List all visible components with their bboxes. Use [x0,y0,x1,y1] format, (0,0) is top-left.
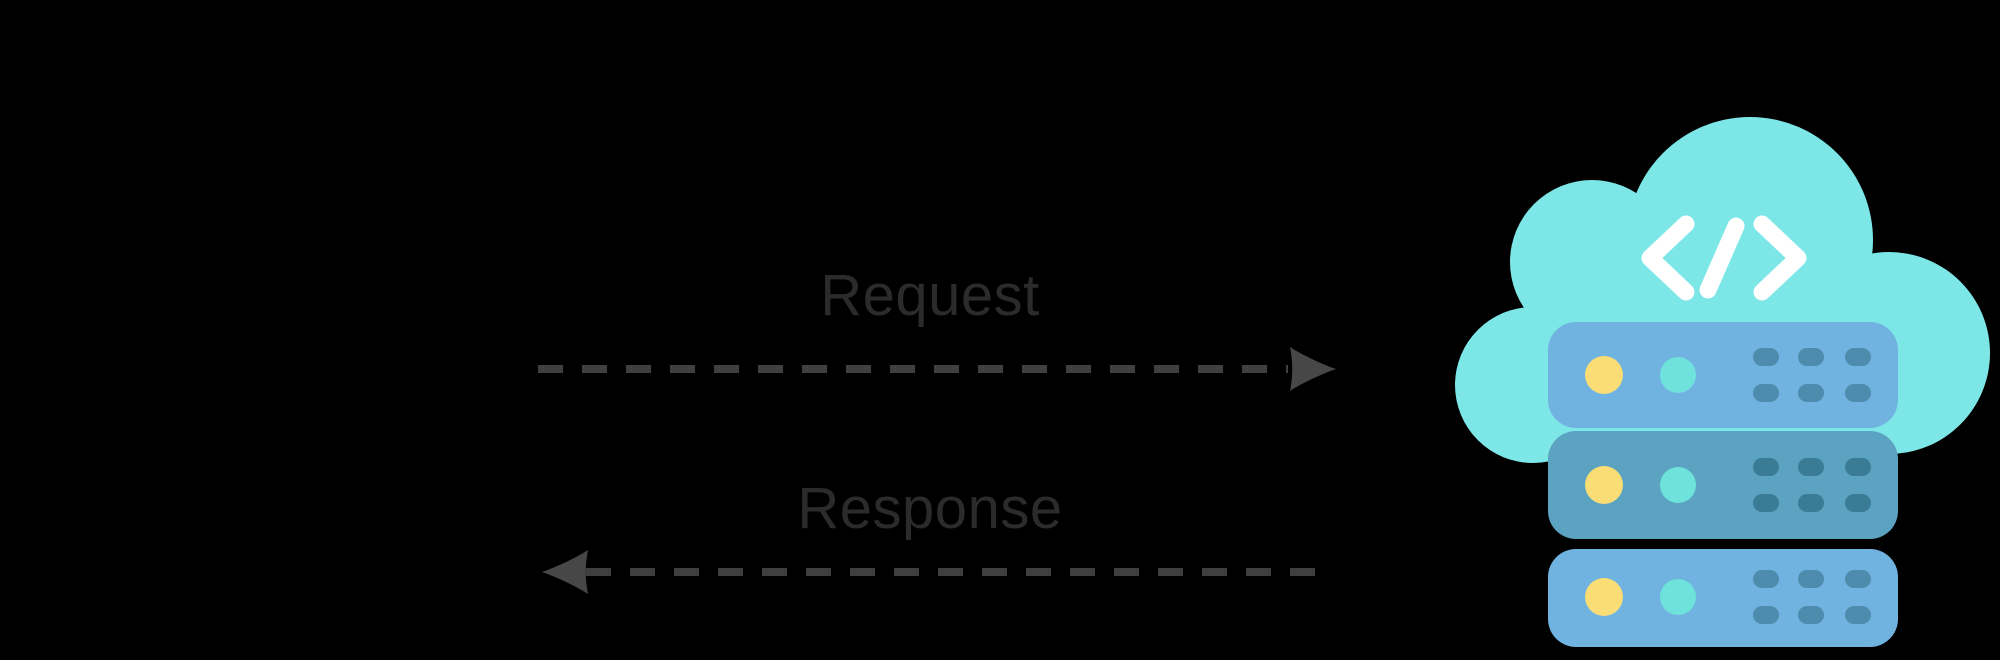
vent-dot [1753,570,1779,588]
vent-dot [1753,494,1779,512]
vent-dots [1753,458,1871,512]
response-arrowhead-icon [542,550,588,594]
vent-dot [1798,348,1824,366]
request-arrowhead-icon [1290,347,1336,391]
vent-dot [1798,494,1824,512]
status-led-teal [1660,467,1696,503]
vent-dot [1798,606,1824,624]
vent-dot [1845,570,1871,588]
code-left-chevron [1641,215,1695,301]
request-arrow [538,347,1336,391]
vent-dot [1845,348,1871,366]
server-rack-bottom [1548,549,1898,647]
vent-dot [1845,384,1871,402]
vent-dots [1753,348,1871,402]
vent-dot [1753,606,1779,624]
request-label: Request [820,263,1040,328]
power-led-yellow [1585,578,1623,616]
status-led-teal [1660,357,1696,393]
vent-dot [1753,458,1779,476]
vent-dot [1798,458,1824,476]
vent-dot [1845,606,1871,624]
server-rack-middle [1548,431,1898,539]
response-arrow [542,550,1320,594]
vent-dot [1845,494,1871,512]
code-slash [1699,217,1745,299]
status-led-teal [1660,579,1696,615]
cloud-server-icon [1455,117,1990,647]
power-led-yellow [1585,466,1623,504]
server-rack-top [1548,322,1898,428]
code-right-chevron [1753,215,1807,301]
response-label: Response [797,476,1063,541]
vent-dots [1753,570,1871,624]
vent-dot [1798,384,1824,402]
vent-dot [1753,384,1779,402]
code-brackets-icon [1641,215,1807,301]
vent-dot [1753,348,1779,366]
vent-dot [1845,458,1871,476]
vent-dot [1798,570,1824,588]
power-led-yellow [1585,356,1623,394]
